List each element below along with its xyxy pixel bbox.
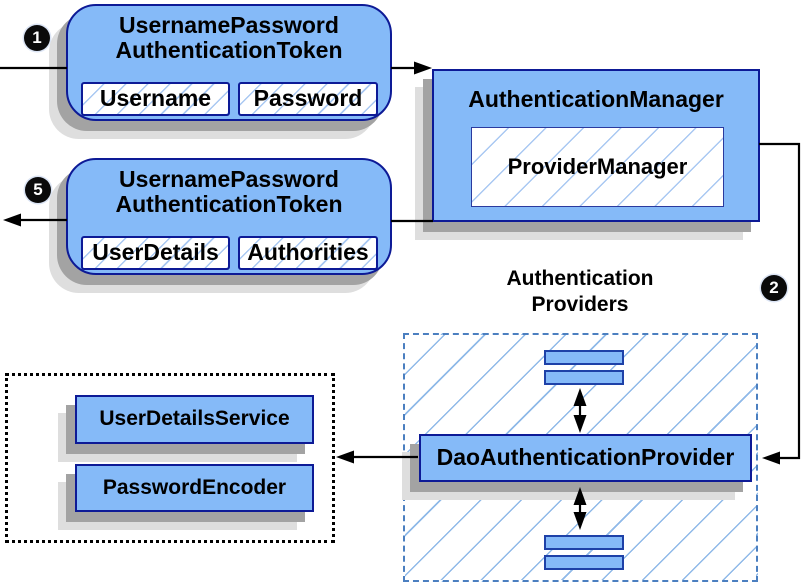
provider-placeholder-rect	[544, 535, 624, 550]
provider-placeholder-rect	[544, 350, 624, 365]
provider-manager-box: ProviderManager	[471, 127, 724, 207]
user-details-service-label: UserDetailsService	[99, 407, 290, 430]
dao-authentication-provider-label: DaoAuthenticationProvider	[436, 444, 735, 470]
request-token-title-line1: UsernamePassword	[119, 12, 339, 38]
user-details-service-box: UserDetailsService	[75, 395, 314, 444]
password-field-chip: Password	[238, 82, 378, 116]
authentication-providers-title: Authentication Providers	[480, 266, 680, 318]
password-encoder-label: PasswordEncoder	[102, 476, 287, 499]
authentication-providers-group: DaoAuthenticationProvider	[403, 333, 758, 582]
username-field-chip: Username	[81, 82, 230, 116]
request-token-title: UsernamePassword AuthenticationToken	[68, 13, 390, 63]
authorities-field-chip: Authorities	[238, 236, 378, 270]
arrow-manager-to-dao	[759, 142, 801, 465]
response-token-title-line1: UsernamePassword	[119, 166, 339, 192]
request-token-title-line2: AuthenticationToken	[115, 37, 343, 63]
provider-manager-label: ProviderManager	[507, 154, 688, 179]
authentication-manager-title: AuthenticationManager	[468, 86, 724, 112]
step-5-badge: 5	[25, 177, 51, 203]
response-token-title-line2: AuthenticationToken	[115, 191, 343, 217]
step-2-badge: 2	[761, 275, 787, 301]
authentication-providers-title-line2: Providers	[531, 293, 629, 316]
services-dotted-group: UserDetailsService PasswordEncoder	[5, 373, 335, 543]
arrow-response-token-out	[3, 213, 67, 227]
userdetails-field-chip: UserDetails	[81, 236, 230, 270]
provider-placeholder-rect	[544, 555, 624, 570]
provider-placeholder-rect	[544, 370, 624, 385]
authentication-providers-title-line1: Authentication	[506, 267, 654, 290]
response-token-title: UsernamePassword AuthenticationToken	[68, 167, 390, 217]
dao-authentication-provider-box: DaoAuthenticationProvider	[419, 434, 752, 482]
authentication-manager-box: AuthenticationManager ProviderManager	[432, 69, 760, 222]
request-token-box: UsernamePassword AuthenticationToken Use…	[66, 4, 392, 121]
password-encoder-box: PasswordEncoder	[75, 464, 314, 512]
arrow-request-to-manager	[391, 61, 432, 75]
step-1-badge: 1	[24, 25, 50, 51]
response-token-box: UsernamePassword AuthenticationToken Use…	[66, 158, 392, 275]
